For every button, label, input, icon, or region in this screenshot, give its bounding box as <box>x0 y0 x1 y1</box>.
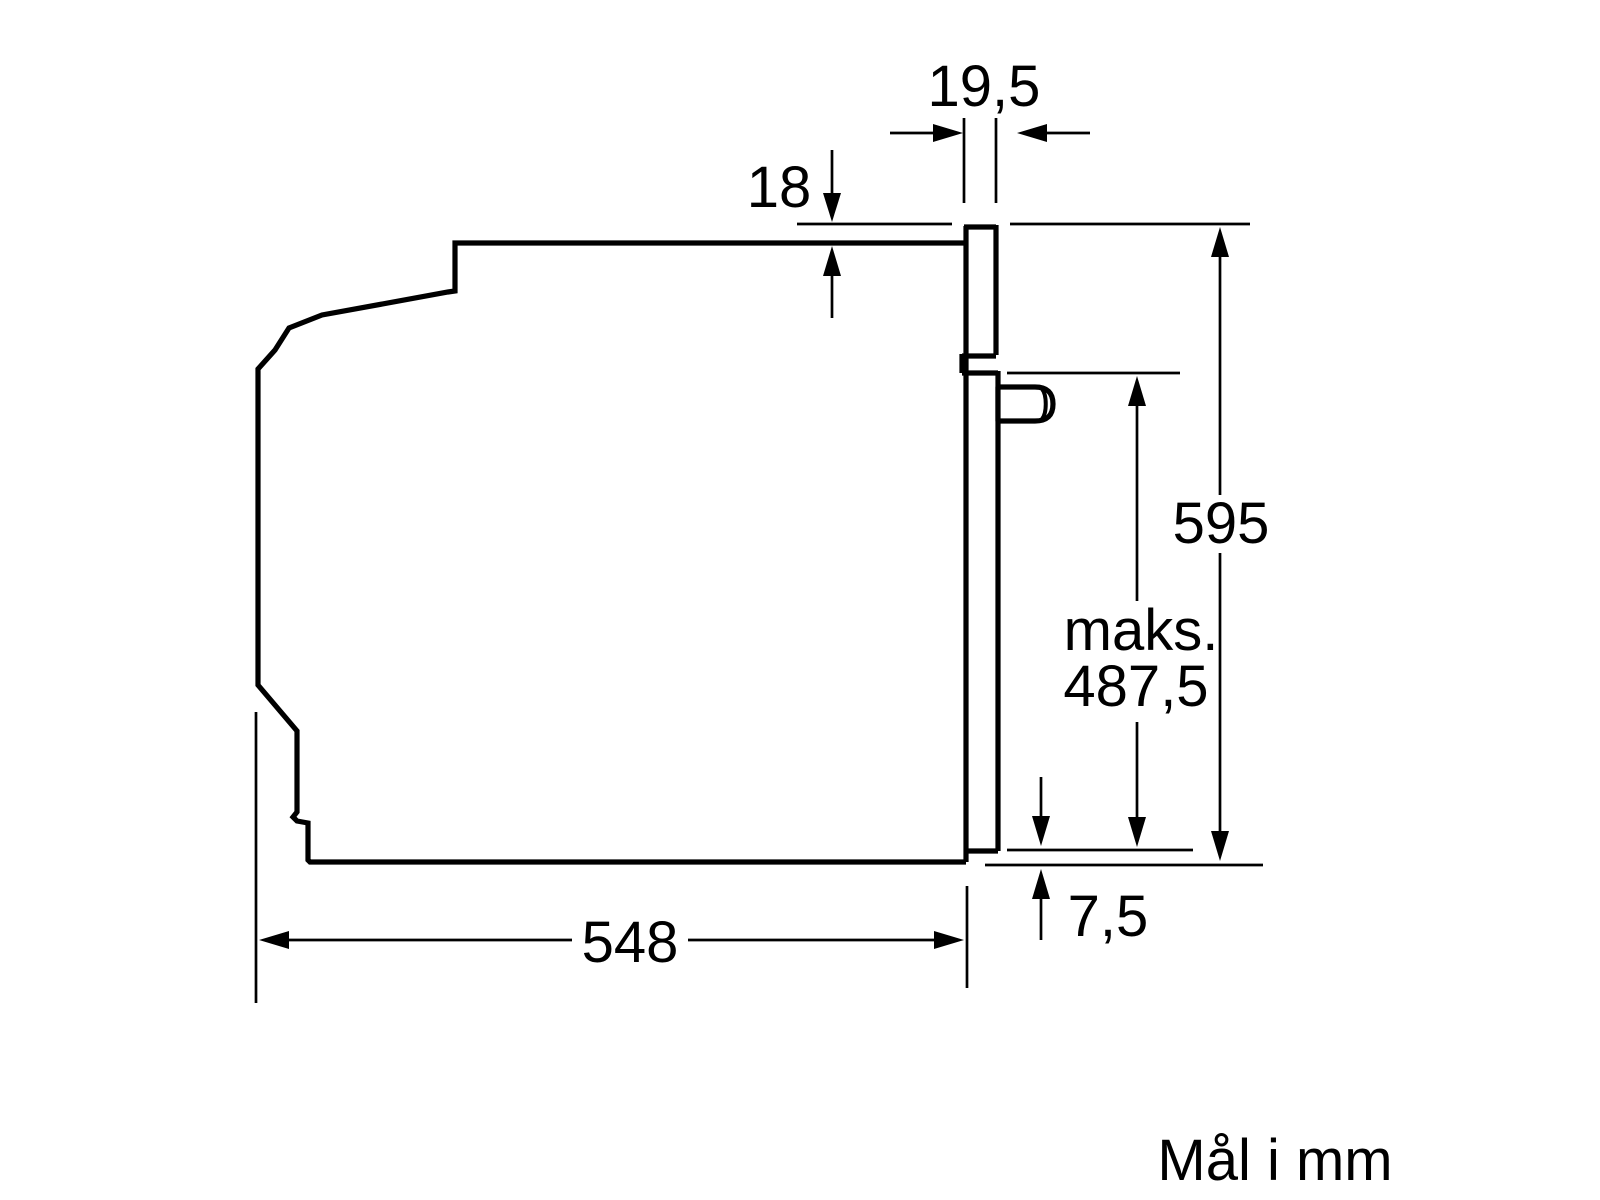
arrowhead-down-icon <box>823 193 841 222</box>
arrowhead-up-icon <box>1211 227 1229 257</box>
arrowhead-down-icon <box>1211 831 1229 861</box>
dimension-frame-depth: 19,5 <box>890 54 1090 203</box>
oven-body-outline <box>255 240 966 865</box>
arrowhead-right-icon <box>934 931 964 949</box>
door-handle <box>995 384 1056 424</box>
dimension-body-depth: 548 <box>254 712 969 1003</box>
dimension-height: 595 <box>985 222 1270 867</box>
arrowhead-up-icon <box>1128 376 1146 406</box>
dim-label-body-depth: 548 <box>582 910 679 975</box>
dim-label-frame-depth: 19,5 <box>928 54 1041 119</box>
dim-label-height: 595 <box>1173 491 1270 556</box>
dim-label-door-bottom-gap: 7,5 <box>1068 884 1149 949</box>
arrowhead-right-icon <box>933 124 963 142</box>
handle-knob-outline <box>995 384 1056 424</box>
dim-label-max-height-word: maks. <box>1064 598 1219 663</box>
dimension-max-height: maks. 487,5 <box>1007 371 1219 852</box>
arrowhead-left-icon <box>1017 124 1047 142</box>
oven-front-frame <box>959 224 999 862</box>
dimension-frame-top-overhang: 18 <box>747 150 952 318</box>
oven-body <box>255 240 966 865</box>
handle-knob-cap-line <box>1040 387 1048 421</box>
dimension-door-bottom-gap: 7,5 <box>1032 777 1148 949</box>
dim-label-max-height-value: 487,5 <box>1063 654 1208 719</box>
arrowhead-left-icon <box>259 931 289 949</box>
dim-label-frame-top-overhang: 18 <box>747 155 812 220</box>
arrowhead-down-icon <box>1032 816 1050 846</box>
arrowhead-up-icon <box>1032 869 1050 899</box>
oven-door <box>962 370 1001 854</box>
units-note: Mål i mm <box>1157 1128 1392 1193</box>
arrowhead-up-icon <box>823 246 841 276</box>
arrowhead-down-icon <box>1128 817 1146 847</box>
